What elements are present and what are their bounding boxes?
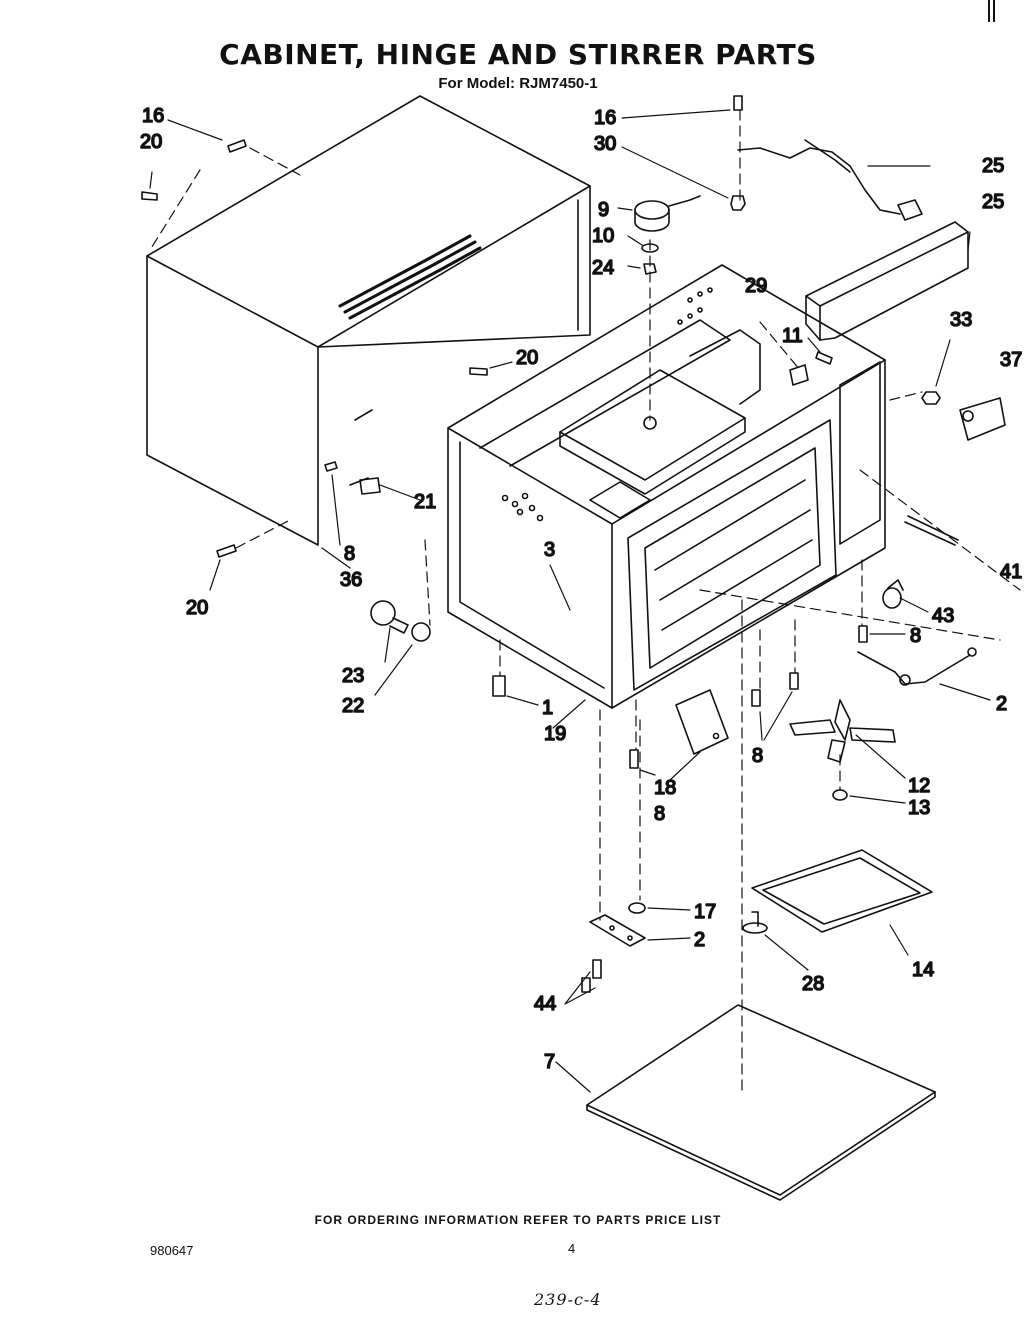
- bottom-plate-7: [586, 1004, 936, 1201]
- stirrer-blade-12: [789, 699, 896, 763]
- bracket-11: [789, 351, 833, 386]
- wire-2-right: [857, 647, 977, 686]
- bracket-21: [359, 477, 381, 495]
- nut-13: [832, 789, 848, 801]
- ordering-info-footer: FOR ORDERING INFORMATION REFER TO PARTS …: [314, 1213, 722, 1227]
- handwritten-note: 239-c-4: [534, 1290, 602, 1309]
- label-16-top: 16: [594, 107, 616, 129]
- label-3: 3: [544, 539, 555, 561]
- label-18: 18: [654, 777, 676, 799]
- screw-20-left: [141, 191, 158, 201]
- screw-20-middle: [469, 367, 488, 376]
- label-16-left: 16: [142, 105, 164, 127]
- leader-lines: [149, 109, 1021, 1096]
- foot-1: [492, 675, 506, 697]
- label-36: 36: [340, 569, 362, 591]
- label-21: 21: [414, 491, 436, 513]
- label-8-side: 8: [344, 543, 355, 565]
- label-30: 30: [594, 133, 616, 155]
- label-43: 43: [932, 605, 954, 627]
- label-9: 9: [598, 199, 609, 221]
- oven-chassis: [447, 264, 886, 709]
- page-number: 4: [568, 1241, 576, 1256]
- label-33: 33: [950, 309, 972, 331]
- label-28: 28: [802, 973, 824, 995]
- rod-41: [904, 515, 959, 546]
- label-8-bottom: 8: [654, 803, 665, 825]
- label-11: 11: [782, 325, 803, 347]
- label-13: 13: [908, 797, 930, 819]
- screw-8-lower-b: [789, 672, 799, 690]
- nut-33: [921, 391, 941, 405]
- label-14: 14: [912, 959, 934, 981]
- clip-43: [882, 579, 904, 609]
- air-duct-25: [805, 221, 969, 341]
- part-labels: 16 20 20 20 16 30 25 25 9 10 24 29 11 33…: [139, 104, 1023, 1074]
- label-23: 23: [342, 665, 364, 687]
- label-25-cord: 25: [982, 155, 1004, 177]
- screw-8-lower-a: [751, 689, 761, 707]
- screw-8-bottom: [629, 749, 639, 769]
- label-12: 12: [908, 775, 930, 797]
- screw-16-top: [733, 95, 743, 111]
- stirrer-motor-9: [634, 195, 701, 232]
- label-8-lower: 8: [752, 745, 763, 767]
- diagram-title: CABINET, HINGE AND STIRRER PARTS: [219, 38, 817, 71]
- label-20-bottom: 20: [186, 597, 208, 619]
- label-1: 1: [542, 697, 553, 719]
- model-subtitle: For Model: RJM7450-1: [438, 75, 598, 92]
- label-2-hinge: 2: [694, 929, 705, 951]
- label-37: 37: [1000, 349, 1022, 371]
- screw-16-left: [227, 139, 247, 153]
- label-8-right: 8: [910, 625, 921, 647]
- lamp-bulb-23: [370, 600, 409, 634]
- hinge-2: [589, 914, 646, 947]
- corner-registration-mark: [988, 0, 995, 22]
- spacer-28: [742, 911, 768, 934]
- label-20-left: 20: [140, 131, 162, 153]
- washer-17: [628, 902, 646, 914]
- label-19: 19: [544, 723, 566, 745]
- document-number: 980647: [150, 1243, 194, 1258]
- label-2-wire: 2: [996, 693, 1007, 715]
- label-22: 22: [342, 695, 364, 717]
- screw-8-side: [324, 461, 338, 472]
- nut-24: [643, 263, 657, 275]
- label-29: 29: [745, 275, 767, 297]
- lamp-socket-22: [411, 622, 431, 642]
- outer-cabinet: [146, 95, 591, 546]
- screw-20-bottom: [216, 544, 237, 558]
- label-24: 24: [592, 257, 614, 279]
- nut-30: [730, 195, 746, 211]
- glass-tray-14: [751, 849, 933, 933]
- interlock-switch-37: [959, 397, 1006, 441]
- cover-plate-18: [675, 689, 729, 755]
- label-44: 44: [534, 993, 556, 1015]
- label-25-duct: 25: [982, 191, 1004, 213]
- power-cord-25: [737, 139, 923, 221]
- screw-8-right: [858, 625, 868, 643]
- label-20-middle: 20: [516, 347, 538, 369]
- screws-44: [581, 959, 602, 993]
- label-17: 17: [694, 901, 716, 923]
- label-7: 7: [544, 1051, 555, 1073]
- label-10: 10: [592, 225, 614, 247]
- label-41: 41: [1000, 561, 1022, 583]
